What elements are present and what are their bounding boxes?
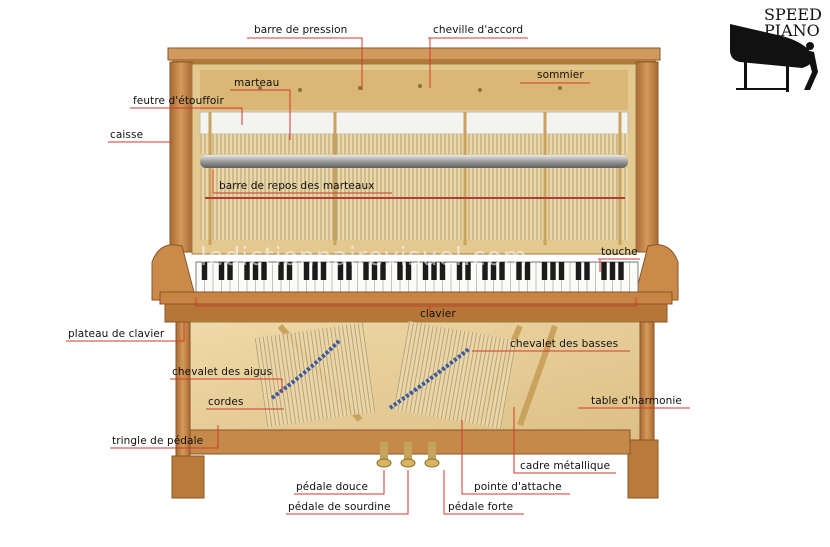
keybed bbox=[159, 291, 673, 323]
label-chevalet-des-aigus: chevalet des aigus bbox=[172, 366, 273, 378]
grand-piano-silhouette-icon bbox=[730, 24, 818, 92]
label-chevalet-des-basses: chevalet des basses bbox=[510, 338, 619, 350]
label-clavier: clavier bbox=[420, 308, 456, 320]
label-pedale-de-sourdine: pédale de sourdine bbox=[288, 501, 391, 513]
label-pedale-forte: pédale forte bbox=[448, 501, 514, 513]
keyboard bbox=[195, 261, 639, 293]
label-caisse: caisse bbox=[110, 129, 144, 141]
brand-line-1: SPEED bbox=[764, 5, 822, 24]
keybed-cheeks bbox=[151, 244, 679, 301]
label-cordes: cordes bbox=[208, 396, 244, 408]
leader-lines bbox=[66, 37, 690, 515]
label-pointe-dattache: pointe d'attache bbox=[474, 481, 562, 493]
label-cheville-daccord: cheville d'accord bbox=[433, 24, 524, 36]
label-touche: touche bbox=[601, 246, 638, 258]
watermark: ledictionnairevisuel.com bbox=[200, 242, 529, 271]
label-barre-de-pression: barre de pression bbox=[254, 24, 348, 36]
label-marteau: marteau bbox=[234, 77, 280, 89]
label-cadre-metallique: cadre métallique bbox=[520, 460, 611, 472]
speed-piano-logo: SPEED PIANO bbox=[730, 5, 822, 92]
piano-lid bbox=[167, 47, 661, 65]
upper-interior bbox=[191, 63, 637, 255]
label-feutre-detouffoir: feutre d'étouffoir bbox=[133, 95, 224, 107]
label-tringle-de-pedale: tringle de pédale bbox=[112, 435, 204, 447]
pedals bbox=[376, 442, 440, 468]
label-barre-de-repos-des-marteaux: barre de repos des marteaux bbox=[219, 180, 375, 192]
label-sommier: sommier bbox=[537, 69, 584, 81]
label-plateau-de-clavier: plateau de clavier bbox=[68, 328, 165, 340]
label-pedale-douce: pédale douce bbox=[296, 481, 369, 493]
label-table-dharmonie: table d'harmonie bbox=[591, 395, 682, 407]
